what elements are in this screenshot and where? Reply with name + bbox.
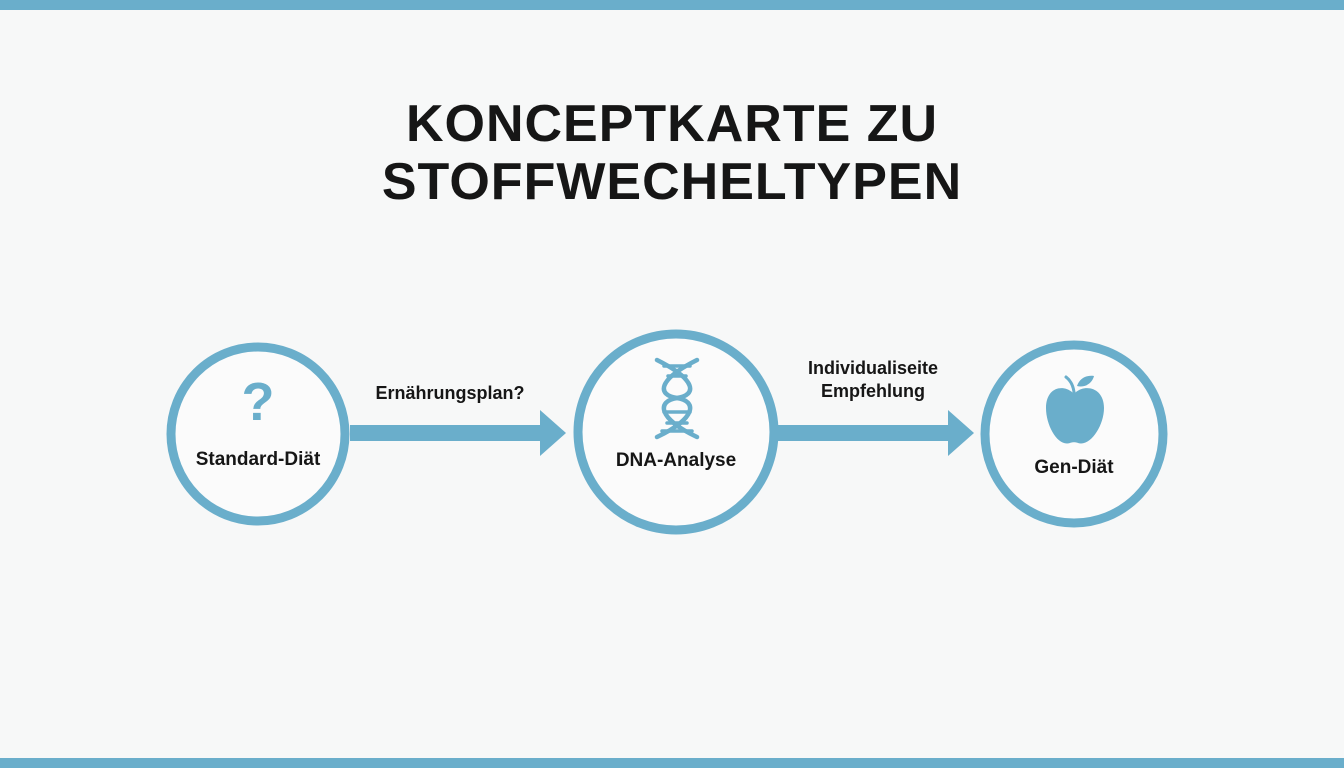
bottom-accent-bar bbox=[0, 758, 1344, 768]
dna-helix-icon bbox=[654, 357, 700, 440]
question-mark-icon: ? bbox=[241, 372, 275, 432]
node-standard-label: Standard-Diät bbox=[195, 449, 321, 470]
edge-label-ernaehrungsplan: Ernährungsplan? bbox=[375, 383, 525, 403]
arrow-shaft bbox=[350, 425, 546, 441]
title-line-1: KONCEPTKARTE ZU bbox=[405, 95, 939, 153]
node-standard-circle bbox=[166, 342, 350, 526]
node-dna-label: DNA-Analyse bbox=[615, 450, 737, 471]
title-line-2: STOFFWECHELTYPEN bbox=[381, 153, 963, 211]
apple-icon bbox=[1046, 375, 1104, 444]
edge-label-line-2: Empfehlung bbox=[821, 381, 925, 401]
edge-label-empfehlung: Individualiseite Empfehlung bbox=[783, 357, 963, 403]
arrow-head bbox=[540, 410, 566, 456]
edge-dna-to-gen bbox=[776, 410, 974, 456]
arrow-shaft bbox=[776, 425, 956, 441]
edge-label-line-1: Individualiseite bbox=[807, 358, 939, 378]
node-gen-label: Gen-Diät bbox=[1034, 457, 1114, 478]
edge-standard-to-dna bbox=[350, 410, 566, 456]
arrow-head bbox=[948, 410, 974, 456]
top-accent-bar bbox=[0, 0, 1344, 10]
page-title: KONCEPTKARTE ZU STOFFWECHELTYPEN bbox=[0, 95, 1344, 211]
